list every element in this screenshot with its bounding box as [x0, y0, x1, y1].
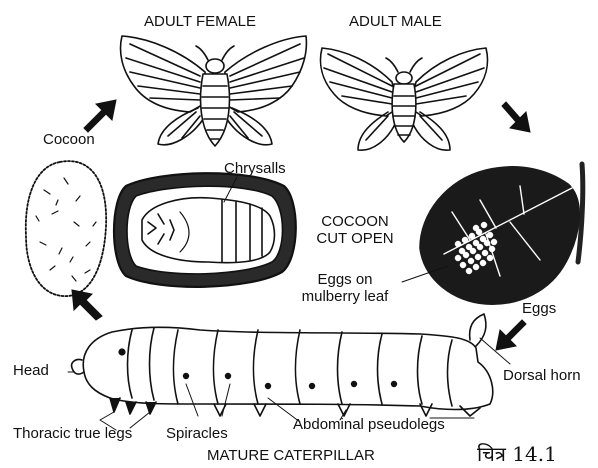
- label-cocoon-cut-open-line2: CUT OPEN: [313, 230, 397, 247]
- label-spiracles: Spiracles: [166, 425, 228, 442]
- label-mature-caterpillar: MATURE CATERPILLAR: [207, 447, 375, 464]
- label-cocoon-cut-open-line1: COCOON: [313, 213, 397, 230]
- label-eggs-on-mulberry-leaf: Eggs on mulberry leaf: [296, 271, 394, 305]
- cocoon-cut-open: [114, 173, 296, 287]
- label-dorsal-horn: Dorsal horn: [503, 367, 581, 384]
- figure-number: चित्र 14.1: [477, 443, 557, 465]
- cocoon: [26, 161, 106, 296]
- mature-caterpillar: [72, 314, 493, 416]
- label-eggs-on-leaf-line2: mulberry leaf: [296, 288, 394, 305]
- adult-male-moth: [321, 48, 488, 150]
- label-chrysalis: Chrysalls: [224, 160, 286, 177]
- label-adult-male: ADULT MALE: [349, 13, 442, 30]
- label-cocoon-cut-open: COCOON CUT OPEN: [313, 213, 397, 247]
- arrow-caterpillar-to-cocoon: [72, 290, 102, 320]
- mulberry-leaf-with-eggs: [420, 164, 583, 304]
- arrow-cocoon-to-adult: [84, 100, 116, 132]
- label-thoracic-true-legs: Thoracic true legs: [13, 425, 132, 442]
- label-eggs-on-leaf-line1: Eggs on: [296, 271, 394, 288]
- label-abdominal-pseudolegs: Abdominal pseudolegs: [293, 416, 445, 433]
- arrow-eggs-to-caterpillar: [496, 320, 526, 350]
- label-eggs: Eggs: [522, 300, 556, 317]
- label-adult-female: ADULT FEMALE: [144, 13, 256, 30]
- label-cocoon: Cocoon: [43, 131, 95, 148]
- label-head: Head: [13, 362, 49, 379]
- adult-female-moth: [121, 36, 307, 146]
- arrow-adult-to-eggs: [502, 102, 530, 132]
